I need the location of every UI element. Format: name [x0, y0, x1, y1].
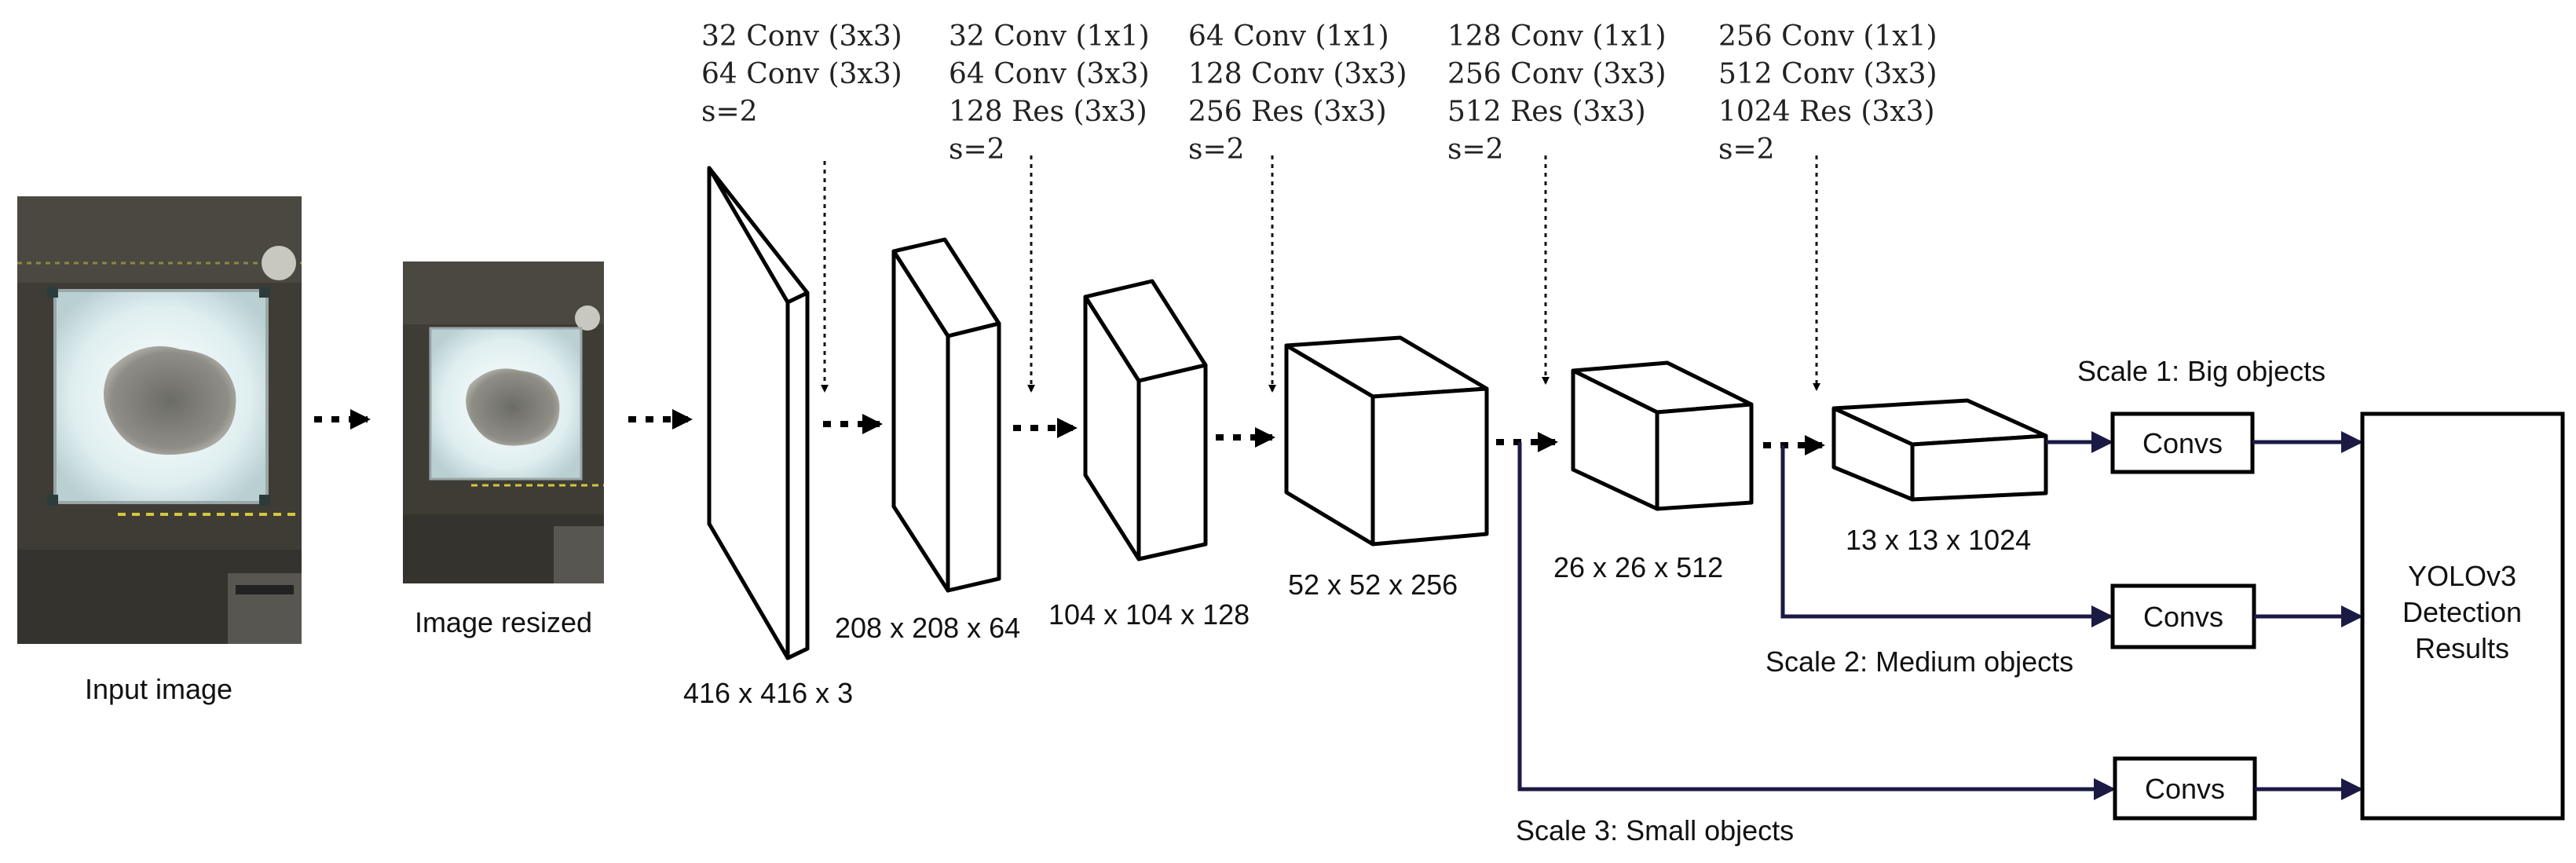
op-label: 128 Conv (1x1) [1447, 20, 1667, 53]
feature-block-2 [891, 237, 1001, 593]
input-image [17, 196, 302, 644]
op-label: s=2 [1447, 133, 1504, 166]
op-label: 64 Conv (3x3) [949, 58, 1150, 90]
scale-3-convs-box [2113, 756, 2257, 821]
feature-block-5 [1571, 360, 1754, 511]
op-label: 256 Res (3x3) [1188, 96, 1387, 128]
dim-label: 52 x 52 x 256 [1288, 569, 1458, 601]
dim-label: 416 x 416 x 3 [683, 677, 853, 709]
resized-image [403, 261, 604, 583]
feature-block-6 [1831, 398, 2048, 502]
scale-1-convs-label: Convs [2142, 427, 2223, 459]
result-line-1: YOLOv3 [2408, 560, 2516, 592]
resized-image-label: Image resized [415, 606, 592, 638]
scale-3-label: Scale 3: Small objects [1516, 814, 1794, 847]
layer-ops-4: 128 Conv (1x1) 256 Conv (3x3) 512 Res (3… [1447, 20, 1667, 166]
input-image-label: Input image [85, 673, 232, 705]
result-line-3: Results [2415, 632, 2509, 664]
detection-results-box [2360, 411, 2565, 821]
feature-block-4 [1284, 335, 1489, 547]
scale-2-convs-label: Convs [2143, 601, 2223, 633]
op-label: 64 Conv (3x3) [701, 58, 902, 90]
dim-label: 104 x 104 x 128 [1048, 598, 1250, 631]
result-line-2: Detection [2402, 596, 2522, 628]
op-label: 128 Res (3x3) [949, 96, 1147, 128]
op-label: s=2 [949, 133, 1005, 166]
op-label: 256 Conv (1x1) [1718, 20, 1937, 53]
op-label: 32 Conv (1x1) [949, 20, 1150, 53]
op-label: 32 Conv (3x3) [701, 20, 902, 53]
scale-2-convs-box [2110, 583, 2256, 649]
feature-block-1 [707, 166, 810, 660]
op-label: s=2 [701, 96, 758, 128]
scale-3-convs-label: Convs [2145, 773, 2225, 805]
feature-block-3 [1083, 279, 1208, 561]
dim-label: 208 x 208 x 64 [835, 612, 1020, 644]
layer-ops-2: 32 Conv (1x1) 64 Conv (3x3) 128 Res (3x3… [949, 20, 1150, 166]
op-label: 512 Conv (3x3) [1718, 58, 1937, 90]
scale-2-label: Scale 2: Medium objects [1766, 645, 2073, 678]
op-label: s=2 [1718, 133, 1775, 166]
dim-label: 13 x 13 x 1024 [1846, 524, 2031, 556]
scale-3-branch-line [1517, 442, 2116, 800]
scale-1-label: Scale 1: Big objects [2077, 355, 2325, 387]
layer-ops-1: 32 Conv (3x3) 64 Conv (3x3) s=2 [701, 20, 902, 128]
op-label: 1024 Res (3x3) [1718, 96, 1935, 128]
layer-ops-5: 256 Conv (1x1) 512 Conv (3x3) 1024 Res (… [1718, 20, 1937, 166]
op-label: 512 Res (3x3) [1447, 96, 1646, 128]
op-label: 64 Conv (1x1) [1188, 20, 1389, 53]
layer-ops-3: 64 Conv (1x1) 128 Conv (3x3) 256 Res (3x… [1188, 20, 1407, 166]
scale-2-branch-line [1780, 445, 2113, 627]
op-label: s=2 [1188, 133, 1245, 166]
op-label: 256 Conv (3x3) [1447, 58, 1667, 90]
scale-1-convs-box [2110, 411, 2255, 474]
op-label: 128 Conv (3x3) [1188, 58, 1407, 90]
dim-label: 26 x 26 x 512 [1553, 551, 1723, 583]
